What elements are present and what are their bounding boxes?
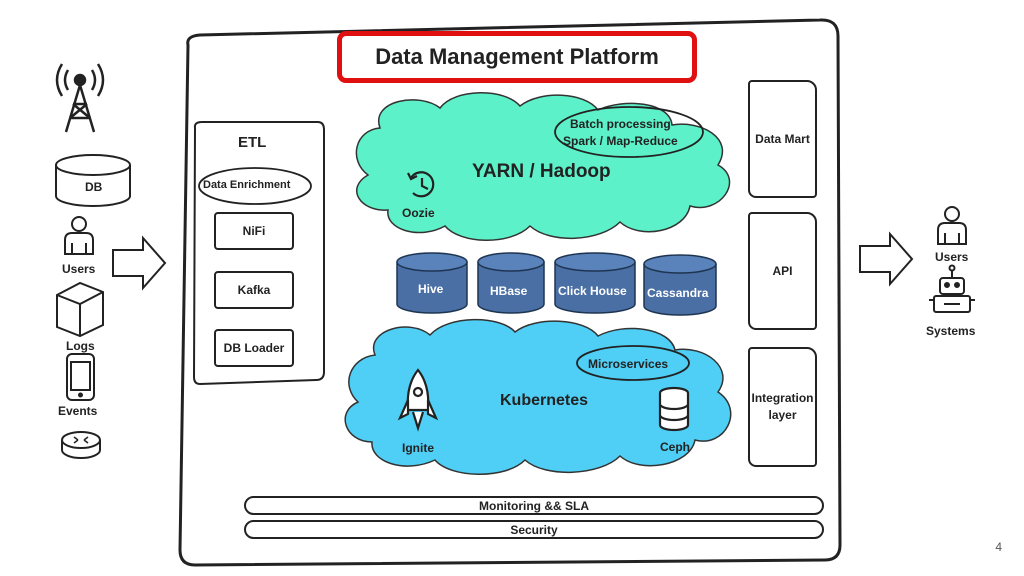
source-users-label: Users bbox=[62, 262, 96, 276]
page-number: 4 bbox=[995, 540, 1002, 554]
db-cylinder-icon bbox=[55, 154, 131, 207]
oozie-label: Oozie bbox=[402, 206, 435, 220]
source-events-label: Events bbox=[58, 404, 98, 418]
cylinder-cassandra bbox=[643, 264, 717, 316]
storage-cassandra-label: Cassandra bbox=[647, 286, 709, 300]
logs-box-icon bbox=[56, 281, 104, 338]
storage-hive-label: Hive bbox=[418, 282, 444, 296]
output-arrow bbox=[859, 231, 914, 287]
spark-mapreduce-label: Spark / Map-Reduce bbox=[563, 134, 678, 148]
data-mart-label: Data Mart bbox=[755, 131, 810, 146]
kubernetes-cloud bbox=[344, 318, 732, 475]
cylinder-hive-top bbox=[396, 252, 468, 272]
security-label: Security bbox=[510, 522, 558, 537]
security-bar: Security bbox=[244, 520, 824, 539]
cylinder-clickhouse bbox=[554, 262, 636, 314]
cylinder-hbase bbox=[477, 262, 545, 314]
user-icon-left bbox=[64, 216, 94, 255]
monitoring-sla-bar: Monitoring && SLA bbox=[244, 496, 824, 515]
etl-item-db-loader: DB Loader bbox=[214, 329, 294, 367]
phone-icon bbox=[66, 353, 95, 401]
history-icon bbox=[407, 171, 435, 198]
etl-title: ETL bbox=[238, 134, 267, 151]
batch-processing-ellipse bbox=[554, 106, 704, 158]
api-panel: API bbox=[748, 212, 817, 330]
storage-hbase-label: HBase bbox=[490, 284, 528, 298]
cylinder-hive bbox=[396, 262, 468, 314]
database-stack-icon bbox=[658, 386, 690, 432]
storage-clickhouse-label: Click House bbox=[558, 284, 627, 298]
cylinder-cassandra-top bbox=[643, 254, 717, 274]
etl-item-kafka: Kafka bbox=[214, 271, 294, 309]
platform-frame bbox=[178, 18, 842, 567]
storage-cylinders bbox=[396, 252, 717, 316]
etl-item-nifi: NiFi bbox=[214, 212, 294, 250]
router-icon bbox=[61, 431, 101, 459]
microservices-label: Microservices bbox=[588, 357, 669, 371]
integration-label-line1: Integration bbox=[751, 391, 814, 405]
cylinder-hbase-top bbox=[477, 252, 545, 272]
rocket-icon bbox=[397, 368, 439, 432]
source-logs-label: Logs bbox=[66, 339, 95, 353]
data-enrichment-ellipse bbox=[198, 167, 312, 205]
batch-processing-label: Batch processing bbox=[570, 117, 671, 131]
source-db-label: DB bbox=[85, 180, 103, 194]
ceph-label: Ceph bbox=[660, 440, 690, 454]
antenna-tower-icon bbox=[55, 63, 105, 133]
monitoring-sla-label: Monitoring && SLA bbox=[479, 498, 589, 513]
consumer-users-label: Users bbox=[935, 250, 969, 264]
api-label: API bbox=[772, 263, 793, 278]
yarn-cloud bbox=[355, 92, 731, 241]
consumer-systems-label: Systems bbox=[926, 324, 976, 338]
microservices-ellipse bbox=[576, 345, 690, 381]
ignite-label: Ignite bbox=[402, 441, 434, 455]
robot-icon bbox=[929, 264, 975, 313]
input-arrow bbox=[112, 235, 167, 291]
integration-layer-panel: Integration layer bbox=[748, 347, 817, 467]
cylinder-clickhouse-top bbox=[554, 252, 636, 272]
user-icon-right bbox=[937, 206, 967, 245]
data-mart-panel: Data Mart bbox=[748, 80, 817, 198]
integration-label-line2: layer bbox=[768, 408, 797, 422]
kubernetes-title: Kubernetes bbox=[500, 392, 589, 409]
platform-title: Data Management Platform bbox=[337, 31, 697, 83]
data-enrichment-label: Data Enrichment bbox=[203, 179, 291, 191]
yarn-title: YARN / Hadoop bbox=[472, 161, 611, 182]
